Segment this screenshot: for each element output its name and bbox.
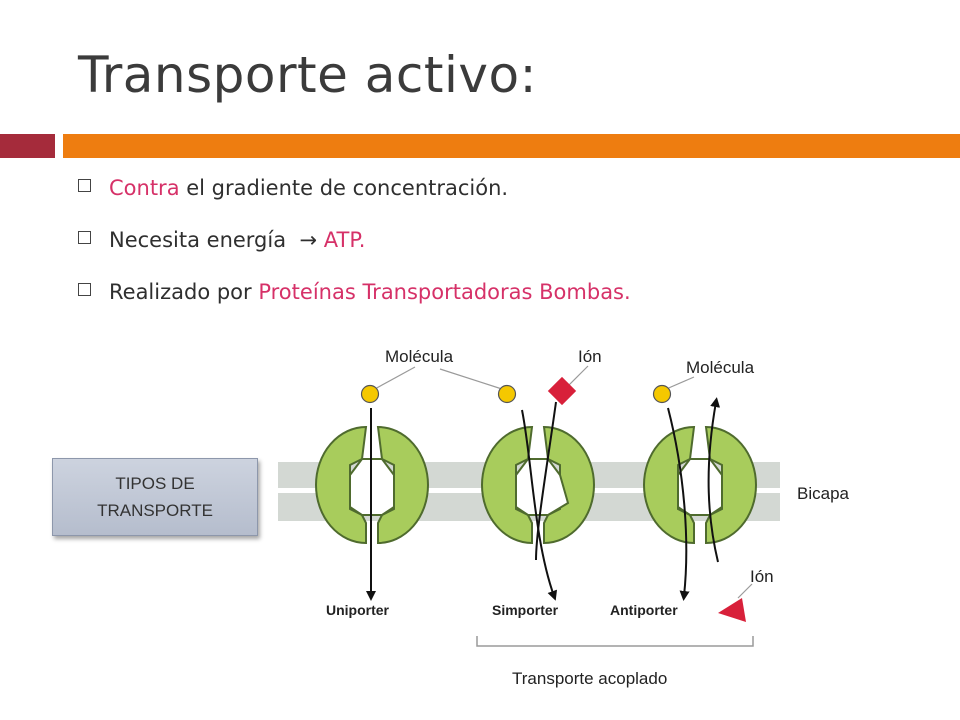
simporter-label: Simporter (492, 602, 559, 618)
label-pointer-lines (372, 365, 753, 599)
ion-bottom-label: Ión (750, 567, 774, 586)
transport-arrows (366, 397, 721, 601)
bullet-text: Necesita energía (109, 228, 300, 252)
tipos-line-1: TIPOS DE (115, 474, 195, 493)
square-bullet-icon (78, 179, 91, 192)
molecule-antiporter-icon (652, 384, 672, 404)
molecule-simporter-icon (497, 384, 517, 404)
square-bullet-icon (78, 231, 91, 244)
accent-bar-red (0, 134, 55, 158)
simporter-protein (481, 425, 595, 545)
molecula-left-label: Molécula (385, 347, 454, 366)
bicapa-label: Bicapa (797, 484, 850, 503)
tipos-line-2: TRANSPORTE (97, 501, 213, 520)
arrow-right-icon: → (299, 228, 318, 252)
uniporter-protein (315, 425, 429, 545)
bullet-highlight: Proteínas Transportadoras Bombas. (258, 280, 631, 304)
bullet-text: Realizado por (109, 280, 259, 304)
bullet-list: Contra el gradiente de concentración. Ne… (78, 176, 631, 332)
ion-simporter-icon (547, 376, 577, 406)
ion-antiporter-icon (718, 598, 746, 622)
bullet-highlight: Contra (109, 176, 180, 200)
bullet-item: Necesita energía → ATP. (78, 228, 631, 280)
square-bullet-icon (78, 283, 91, 296)
ion-top-label: Ión (578, 347, 602, 366)
antiporter-protein (643, 425, 757, 545)
molecula-right-label: Molécula (686, 358, 755, 377)
molecule-uniporter-icon (360, 384, 380, 404)
bullet-highlight: ATP. (323, 228, 366, 252)
antiporter-label: Antiporter (610, 602, 678, 618)
coupled-transport-bracket (476, 636, 754, 647)
bullet-text: el gradiente de concentración. (179, 176, 509, 200)
accent-bar-orange (63, 134, 960, 158)
transporte-acoplado-label: Transporte acoplado (512, 669, 667, 688)
bullet-item: Realizado por Proteínas Transportadoras … (78, 280, 631, 332)
slide-title: Transporte activo: (78, 46, 537, 104)
uniporter-label: Uniporter (326, 602, 390, 618)
bullet-item: Contra el gradiente de concentración. (78, 176, 631, 228)
tipos-de-transporte-box: TIPOS DE TRANSPORTE (52, 458, 258, 536)
